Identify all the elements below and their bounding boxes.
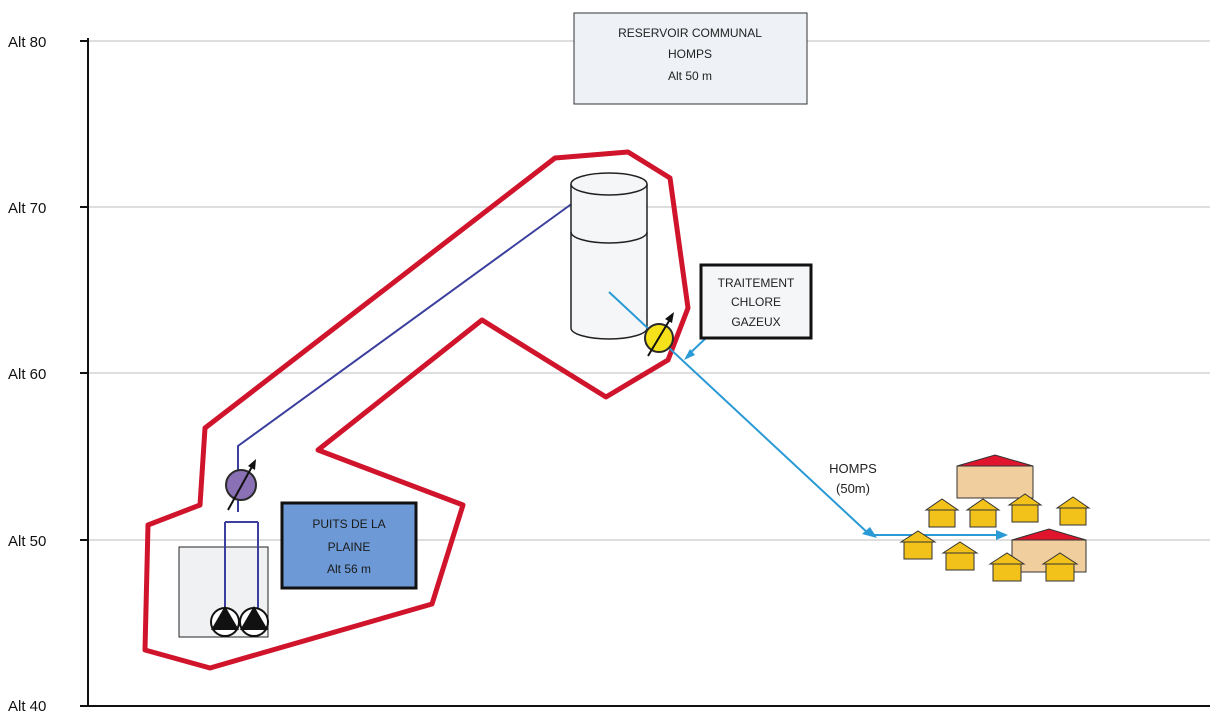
puits-box-line3: Alt 56 m [327, 562, 371, 576]
y-label-alt50: Alt 50 [8, 533, 46, 550]
distribution-pipe-arrowhead-end [996, 530, 1008, 540]
house-icon [965, 498, 1001, 528]
y-label-alt70: Alt 70 [8, 200, 46, 217]
traitement-box-line2: CHLORE [731, 295, 781, 309]
house-icon [1041, 552, 1079, 582]
house-icon [1055, 496, 1091, 526]
reservoir-box-line1: RESERVOIR COMMUNAL [618, 26, 762, 40]
submersible-pumps [210, 606, 269, 637]
house-icon [924, 498, 960, 528]
reservoir-box-line3: Alt 50 m [668, 69, 712, 83]
reservoir-cylinder [570, 172, 648, 340]
traitement-box [699, 263, 813, 340]
y-label-alt60: Alt 60 [8, 366, 46, 383]
big-house-top-icon [956, 454, 1034, 499]
pump-station-node-arrow [227, 462, 255, 511]
reservoir-water-level [570, 231, 648, 244]
y-ticks [80, 40, 88, 707]
y-label-alt40: Alt 40 [8, 698, 46, 713]
village-label-line1: HOMPS [829, 461, 877, 476]
village-icon [899, 454, 1091, 582]
well-pipes [224, 521, 259, 608]
puits-box [280, 501, 418, 590]
puits-box-line2: PLAINE [328, 540, 371, 554]
reservoir-box-line2: HOMPS [668, 47, 712, 61]
y-label-alt80: Alt 80 [8, 34, 46, 51]
traitement-box-line1: TRAITEMENT [718, 276, 795, 290]
traitement-box-line3: GAZEUX [731, 315, 780, 329]
gridlines [88, 40, 1210, 541]
chlorination-node-arrow [647, 315, 673, 357]
house-icon [988, 552, 1026, 582]
house-icon [899, 530, 937, 560]
house-icon [941, 541, 979, 571]
village-label-line2: (50m) [836, 481, 870, 496]
protection-perimeter [142, 149, 691, 671]
reservoir-box [573, 12, 808, 105]
distribution-pipe-arrowhead-village [862, 527, 877, 538]
house-icon [1007, 493, 1043, 523]
puits-box-line1: PUITS DE LA [312, 517, 385, 531]
